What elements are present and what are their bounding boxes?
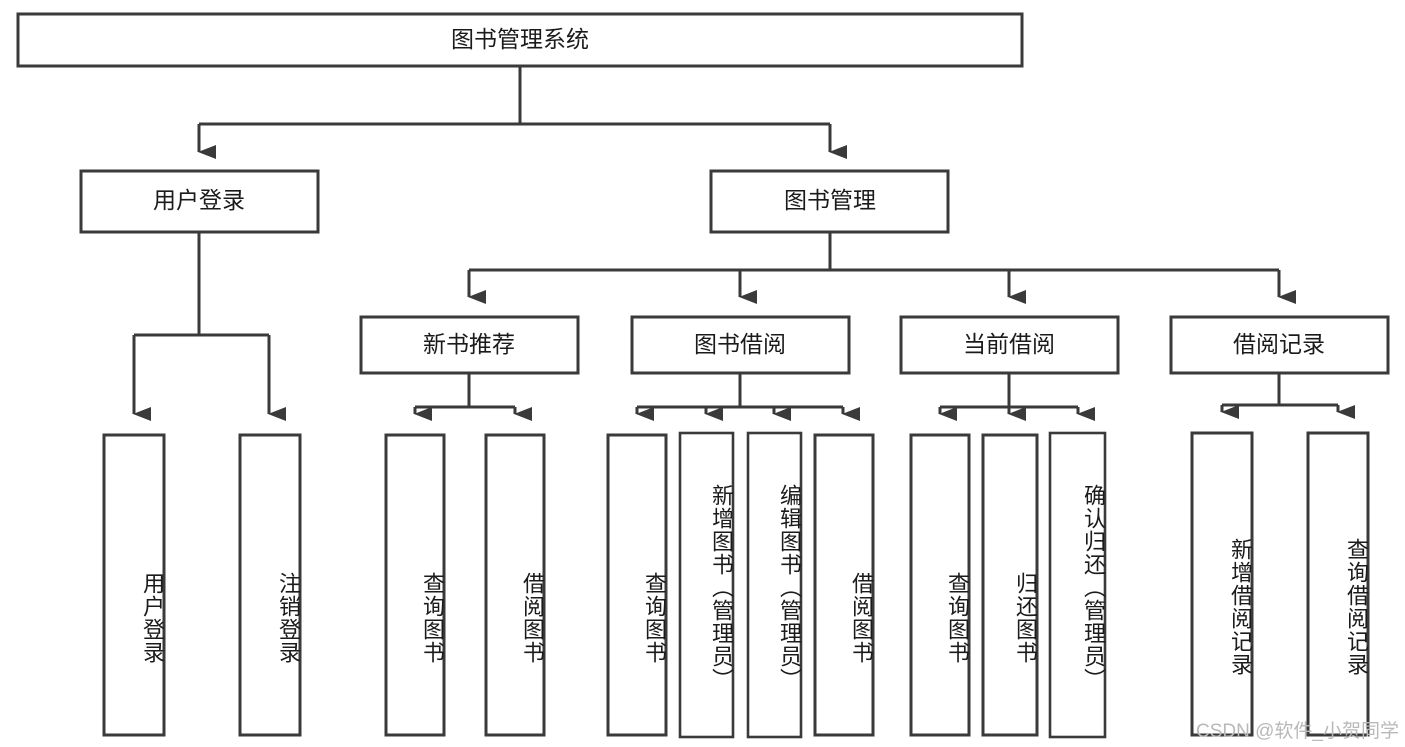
node-borrow-record-label: 借阅记录 [1233,331,1325,357]
leaf-box-user-login[interactable] [102,433,166,737]
leaf-box-query-record[interactable] [1306,431,1370,737]
node-new-book-rec-label: 新书推荐 [423,331,515,357]
leaf-box-borrow-book-1[interactable] [484,433,546,737]
leaf-label-return-book: 归还图书 [1013,571,1038,664]
leaf-box-borrow-book-2[interactable] [813,433,875,737]
leaf-label-borrow-book-2: 借阅图书 [849,571,874,664]
leaf-label-confirm-return: 确认归还（管理员） [1081,484,1106,691]
leaf-label-borrow-book-1: 借阅图书 [520,571,545,664]
watermark-text: CSDN @软件_小贺同学 [1196,721,1399,742]
node-new-book-rec-box [359,315,580,375]
leaf-label-add-record: 新增借阅记录 [1228,537,1253,676]
leaf-box-add-book[interactable] [678,431,735,739]
leaf-box-confirm-return[interactable] [1048,431,1107,739]
node-current-borrow[interactable]: 当前借阅 [899,315,1120,375]
node-book-manage-label: 图书管理 [784,187,876,213]
leaf-box-return-book[interactable] [981,433,1039,737]
leaf-box-edit-book[interactable] [746,431,803,739]
leaf-box-query-book-1[interactable] [384,433,446,737]
node-borrow-record[interactable]: 借阅记录 [1169,315,1390,375]
node-current-borrow-label: 当前借阅 [963,331,1055,357]
node-user-login-box [79,169,320,234]
leaf-label-edit-book: 编辑图书（管理员） [777,484,802,691]
node-user-login-label: 用户登录 [153,187,245,213]
node-user-login[interactable]: 用户登录 [79,169,320,234]
leaf-label-query-book-1: 查询图书 [420,571,445,664]
node-borrow-record-box [1169,315,1390,375]
leaf-label-add-book: 新增图书（管理员） [709,484,734,691]
node-book-borrow[interactable]: 图书借阅 [630,315,851,375]
node-root[interactable]: 图书管理系统 [16,12,1024,68]
leaf-label-query-record: 查询借阅记录 [1344,537,1369,676]
leaf-box-query-book-3[interactable] [909,433,971,737]
leaf-label-query-book-3: 查询图书 [945,571,970,664]
leaf-label-user-login: 用户登录 [140,571,165,664]
leaf-label-query-book-2: 查询图书 [642,571,667,664]
leaf-box-user-logout[interactable] [238,433,302,737]
node-book-manage[interactable]: 图书管理 [709,169,950,234]
leaf-box-add-record[interactable] [1190,431,1254,737]
leaf-label-user-logout: 注销登录 [276,571,301,664]
node-root-box [16,12,1024,68]
node-root-label: 图书管理系统 [451,26,589,52]
leaf-box-query-book-2[interactable] [606,433,668,737]
node-book-borrow-box [630,315,851,375]
node-current-borrow-box [899,315,1120,375]
node-new-book-rec[interactable]: 新书推荐 [359,315,580,375]
node-book-borrow-label: 图书借阅 [694,331,786,357]
